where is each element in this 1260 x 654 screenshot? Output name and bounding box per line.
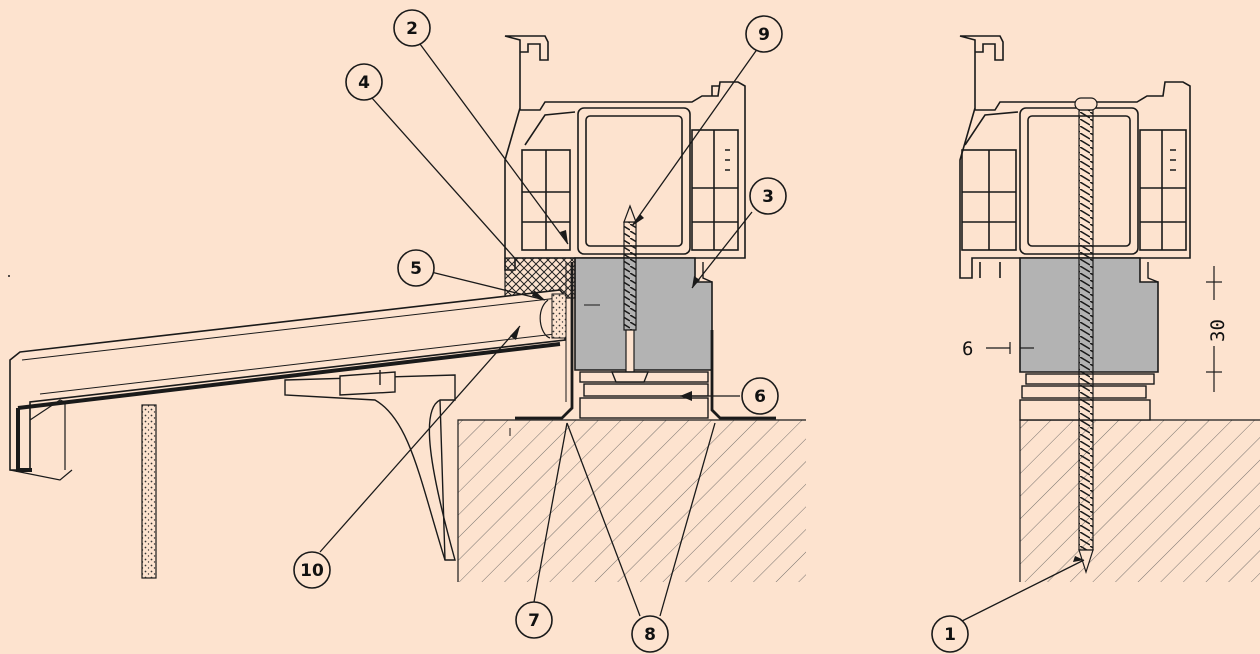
frame-screw-1 [1074, 97, 1098, 574]
callout-1: 1 [931, 615, 969, 653]
svg-text:7: 7 [528, 611, 540, 631]
callout-10: 10 [293, 551, 331, 589]
callout-3: 3 [749, 177, 787, 215]
leader-lines [319, 43, 1085, 623]
callout-4: 4 [345, 63, 383, 101]
dimension-gap-label: 6 [962, 338, 973, 360]
callout-5: 5 [397, 249, 435, 287]
dimension-height-label: 30 [1207, 319, 1229, 342]
callout-2: 2 [393, 9, 431, 47]
insulation-panel [141, 404, 157, 579]
svg-text:8: 8 [644, 625, 656, 645]
window-frame-left [504, 35, 746, 271]
svg-text:4: 4 [358, 73, 370, 93]
sill-bracket [284, 370, 456, 561]
svg-text:5: 5 [410, 259, 422, 279]
dimension-gap: 6 [962, 338, 1034, 360]
callout-7: 7 [515, 601, 553, 639]
frame-screw-9 [610, 204, 650, 383]
svg-text:2: 2 [406, 19, 418, 39]
dimension-height: 30 [1206, 266, 1229, 392]
svg-text:10: 10 [300, 561, 324, 581]
callout-8: 8 [631, 615, 669, 653]
callout-9: 9 [745, 15, 783, 53]
svg-text:6: 6 [754, 387, 766, 407]
leader-arrowheads [510, 214, 1084, 562]
masonry-left [457, 419, 806, 582]
window-frame-right [959, 35, 1191, 279]
svg-text:9: 9 [758, 25, 770, 45]
svg-text:3: 3 [762, 187, 774, 207]
insulation-block-left [574, 257, 713, 371]
svg-text:1: 1 [944, 625, 956, 645]
base-seal-left [579, 371, 709, 419]
masonry-right [1019, 419, 1260, 582]
window-sill [9, 289, 567, 481]
callout-6: 6 [741, 377, 779, 415]
sealing-tape-4 [504, 257, 576, 299]
